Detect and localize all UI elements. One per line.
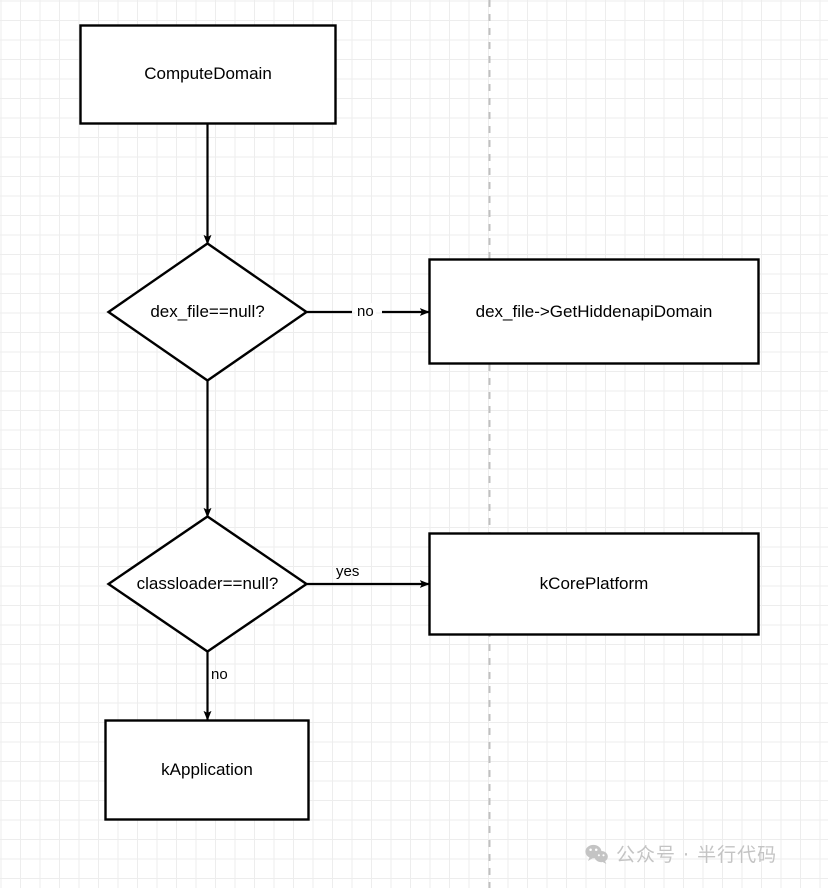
node-get-hiddenapi-domain-label: dex_file->GetHiddenapiDomain — [475, 302, 713, 321]
node-kapplication-label: kApplication — [161, 760, 253, 779]
node-classloader-null-shape — [106, 515, 309, 653]
edge-label-classloader-no: no — [211, 666, 228, 683]
node-compute-domain-shape — [79, 24, 337, 125]
node-dex-file-null-label: dex_file==null? — [150, 302, 265, 321]
node-kapplication-shape — [104, 719, 310, 821]
node-compute-domain-label: ComputeDomain — [144, 64, 272, 83]
node-classloader-null-label: classloader==null? — [136, 574, 279, 593]
node-get-hiddenapi-domain-shape — [428, 258, 760, 365]
edge-label-dexfile-no: no — [355, 303, 376, 320]
watermark-text: 公众号 · 半行代码 — [616, 844, 778, 866]
watermark: 公众号 · 半行代码 — [585, 840, 777, 867]
edge-label-classloader-yes: yes — [336, 563, 360, 580]
wechat-icon — [585, 844, 609, 864]
node-kcoreplatform-shape — [428, 532, 760, 636]
node-kcoreplatform-label: kCorePlatform — [539, 574, 649, 593]
node-dex-file-null-shape — [106, 242, 309, 382]
